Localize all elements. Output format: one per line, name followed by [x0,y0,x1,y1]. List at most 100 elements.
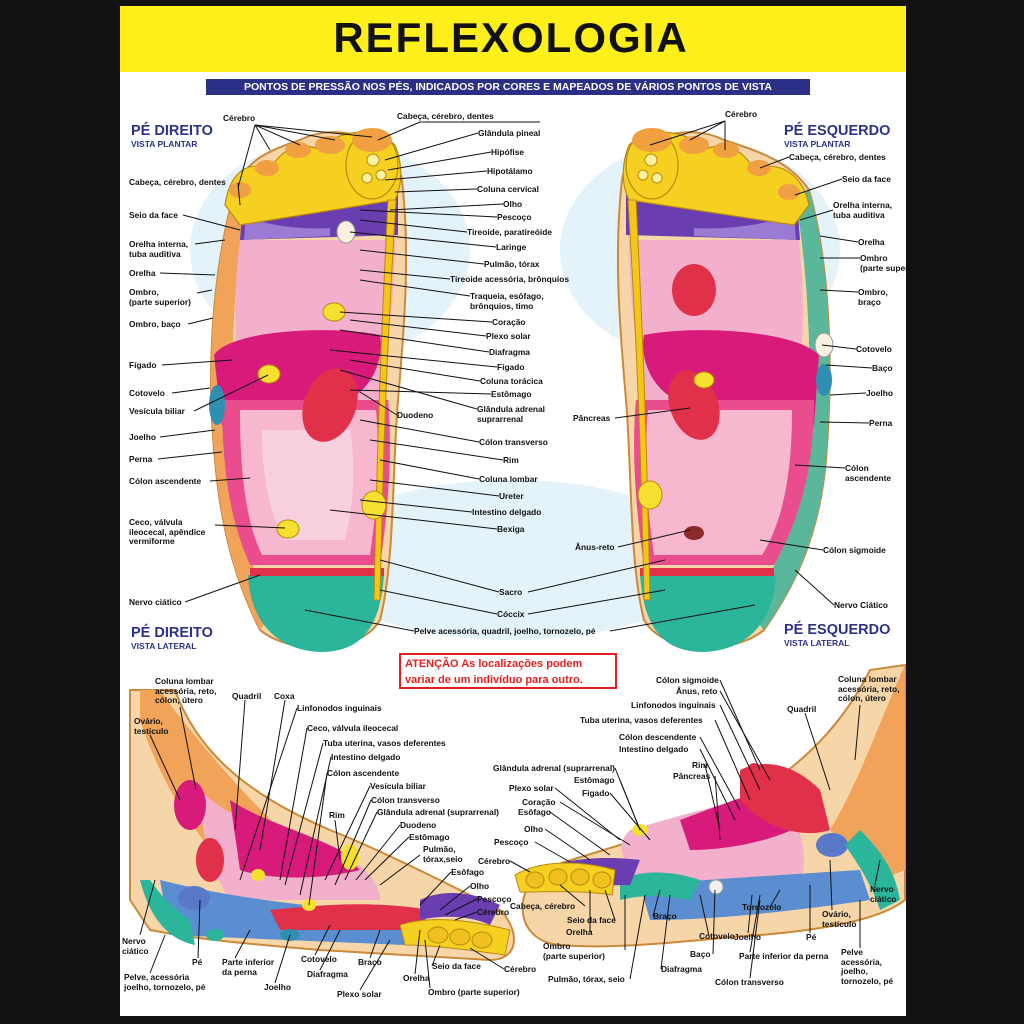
leader-ll-11-0 [619,779,641,831]
leader-rl-20-0 [139,879,156,936]
heading-view: VISTA LATERAL [131,641,197,651]
label-ll-3: Tuba uterina, vasos deferentes [580,715,703,725]
leader-center-15-0 [329,349,498,368]
label-rl-31: Seio da face [432,961,481,971]
label-center-4: Coluna cervical [477,184,539,194]
leader-center-6-0 [359,209,498,218]
label-ll-15: Esôfago [518,807,552,817]
leader-center-1-0 [384,132,479,161]
label-ll-23: Pulmão, tórax, seio [548,974,625,984]
label-center-11: Traqueia, esôfago, brônquios, timo [470,291,544,311]
leader-ll-4-0 [699,736,741,811]
warning-box: ATENÇÃO As localizações podem variar de … [399,653,617,689]
label-rl-11: Glândula adrenal (suprarrenal) [377,807,499,817]
leader-rl-12-0 [334,819,341,861]
label-lp-7: Cotovelo [856,344,892,354]
label-center-9: Pulmão, tórax [484,259,540,269]
leader-rp-0-0 [254,124,271,151]
leader-rl-3-0 [149,734,181,801]
warning-text: ATENÇÃO As localizações podem variar de … [405,658,583,686]
label-ll-31: Cólon transverso [715,977,784,987]
label-rl-15: Pulmão, tórax,seio [423,844,463,864]
leader-ll-2-0 [719,704,761,791]
label-rl-32: Cérebro [504,964,537,974]
right-foot-lateral [129,689,515,962]
leader-lp-2-0 [794,178,843,196]
heading-name: PÉ ESQUERDO [784,123,891,139]
label-rl-17: Olho [470,881,490,891]
leader-ll-28-0 [749,894,761,953]
leader-center-14-0 [339,329,490,353]
label-rl-23: Parte inferior da perna [222,957,275,977]
label-center-18: Glândula adrenal suprarrenal [477,404,545,424]
label-rp-2: Seio da face [129,210,178,220]
label-rl-13: Duodeno [400,820,437,830]
leader-lp-8-0 [825,364,873,369]
poster-subtitle: PONTOS DE PRESSÃO NOS PÉS, INDICADOS POR… [206,79,810,95]
label-center-12: Coração [492,317,526,327]
label-ll-12: Plexo solar [509,783,554,793]
label-rp-14: Nervo ciático [129,597,182,607]
label-ll-0: Cólon sigmoide [656,675,719,685]
leader-rl-19-0 [454,911,478,921]
label-rp-1: Cabeça, cérebro, dentes [129,177,226,187]
label-center-25: Intestino delgado [472,507,542,517]
leader-ll-14-0 [559,801,631,846]
label-ll-35: Pelve acessória, joelho, tornozelo, pé [841,947,894,986]
label-ll-2: Linfonodos inguinais [631,700,716,710]
leader-rl-21-0 [197,899,201,959]
leader-center-4-0 [394,188,478,193]
label-lp-3: Orelha interna, tuba auditiva [833,200,893,220]
label-ll-10: Pâncreas [673,771,711,781]
leader-lines [139,120,881,991]
heading-right-plantar: PÉ DIREITO VISTA PLANTAR [131,123,213,149]
label-rl-9: Vesícula biliar [370,781,426,791]
label-lp-2: Seio da face [842,174,891,184]
label-lp-8: Baço [872,363,893,373]
leader-rp-5-0 [196,289,213,294]
leader-rp-1-0 [237,182,241,206]
label-rp-3: Orelha interna, tuba auditiva [129,239,189,259]
leader-rl-31-0 [431,944,441,967]
label-center-30: Pelve acessória, quadril, joelho, tornoz… [414,626,596,636]
label-rl-18: Pescoço [477,894,512,904]
leader-rp-4-0 [159,272,216,276]
label-rp-11: Perna [129,454,153,464]
label-ll-30: Tornozelo [742,902,782,912]
leader-center-8-0 [349,231,497,248]
heading-view: VISTA PLANTAR [131,139,198,149]
leader-rp-7-0 [161,359,233,366]
left-foot-lateral [514,663,906,948]
leader-center-12-0 [339,311,493,323]
leader-center-20-0 [614,407,691,419]
leader-ll-7-0 [804,712,831,791]
leader-ll-0-0 [719,679,761,771]
label-rl-22: Pelve, acessória joelho, tornozelo, pé [124,972,206,992]
heading-name: PÉ ESQUERDO [784,622,891,638]
leader-center-30-0 [304,609,415,632]
label-center-26: Bexiga [497,524,525,534]
label-center-13: Plexo solar [486,331,531,341]
leader-ll-1-0 [719,690,771,781]
label-rl-30: Ombro (parte superior) [428,987,520,997]
label-ll-17: Pescoço [494,837,529,847]
label-lp-12: Cólon sigmoide [823,545,886,555]
label-ll-27: Diafragma [661,964,702,974]
leader-rl-22-0 [149,934,166,974]
leader-lp-0-1 [689,120,726,141]
leader-center-19-0 [359,391,398,416]
leader-ll-29-0 [747,894,753,934]
label-rl-5: Ceco, válvula ileocecal [307,723,399,733]
leader-rp-2-0 [182,214,241,231]
label-center-1: Glândula pineal [478,128,541,138]
label-rl-21: Pé [192,957,203,967]
leader-rp-3-0 [194,239,226,245]
leader-rl-14-0 [364,836,410,881]
leader-rl-25-0 [314,924,331,956]
leader-center-28-0 [379,559,500,593]
leader-ll-3-0 [714,719,751,801]
label-ll-20: Orelha [566,927,593,937]
leader-center-7-0 [359,219,468,233]
leader-center-3-0 [384,170,488,181]
